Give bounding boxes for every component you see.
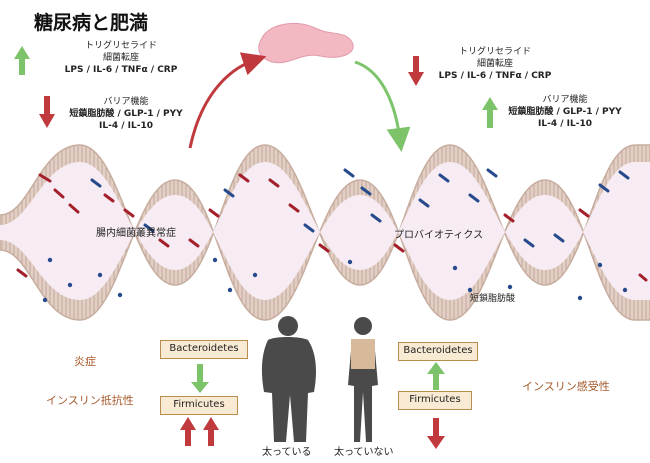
right-block-1-line3: LPS / IL-6 / TNFα / CRP [438, 71, 552, 81]
left-up-arrow [14, 46, 30, 75]
insulin-resistance-label: インスリン抵抗性 [46, 394, 134, 407]
page-title: 糖尿病と肥満 [34, 12, 149, 34]
gut-lumen [0, 162, 650, 300]
inflammation-label: 炎症 [74, 355, 96, 368]
left-block-2-line3: IL-4 / IL-10 [99, 121, 153, 131]
not-obese-caption: 太っていない [334, 447, 394, 458]
left-firmicutes-box: Firmicutes [160, 396, 238, 415]
right-block-2-line3: IL-4 / IL-10 [538, 119, 592, 129]
right-bacteroidetes-box: Bacteroidetes [398, 342, 478, 361]
right-firmicutes-box: Firmicutes [398, 391, 472, 410]
right-firmicutes-down-arrow [427, 418, 445, 449]
right-block-2: バリア機能 短鎖脂肪酸 / GLP-1 / PYY IL-4 / IL-10 [500, 94, 630, 130]
right-block-1: トリグリセライド 細菌転座 LPS / IL-6 / TNFα / CRP [430, 46, 560, 82]
insulin-sensitivity-label: インスリン感受性 [522, 380, 610, 393]
left-bacteroidetes-box: Bacteroidetes [160, 340, 248, 359]
right-block-1-line1: トリグリセライド [458, 47, 531, 57]
left-block-1-line3: LPS / IL-6 / TNFα / CRP [64, 65, 178, 75]
left-firmicutes-up-arrows [180, 417, 219, 446]
left-block-2: バリア機能 短鎖脂肪酸 / GLP-1 / PYY IL-4 / IL-10 [60, 96, 192, 132]
lean-person-silhouette [348, 317, 378, 442]
left-block-1-line1: トリグリセライド [84, 41, 157, 51]
left-block-2-line1: バリア機能 [103, 97, 149, 107]
pancreas-illustration [258, 22, 354, 64]
right-up-arrow [482, 97, 498, 128]
right-block-2-line1: バリア機能 [542, 95, 588, 105]
obese-caption: 太っている [262, 447, 312, 458]
bacteria-group [16, 168, 648, 282]
scfa-dots [42, 257, 628, 303]
left-block-2-line2: 短鎖脂肪酸 / GLP-1 / PYY [69, 109, 183, 119]
left-block-1-line2: 細菌転座 [102, 53, 139, 63]
right-box-green-up-arrow [427, 362, 445, 390]
gut-to-pancreas-arrow [188, 52, 267, 149]
probiotics-label: プロバイオティクス [394, 230, 484, 241]
left-block-1: トリグリセライド 細菌転座 LPS / IL-6 / TNFα / CRP [56, 40, 186, 76]
scfa-label: 短鎖脂肪酸 [470, 294, 516, 304]
pancreas-to-gut-arrow [354, 60, 411, 152]
right-block-2-line2: 短鎖脂肪酸 / GLP-1 / PYY [508, 107, 622, 117]
right-block-1-line2: 細菌転座 [476, 59, 513, 69]
obese-person-silhouette [261, 316, 316, 442]
dysbiosis-label: 腸内細菌叢異常症 [96, 228, 176, 239]
left-down-arrow [39, 96, 55, 128]
left-box-green-down-arrow [191, 364, 209, 393]
right-down-arrow [408, 56, 424, 86]
